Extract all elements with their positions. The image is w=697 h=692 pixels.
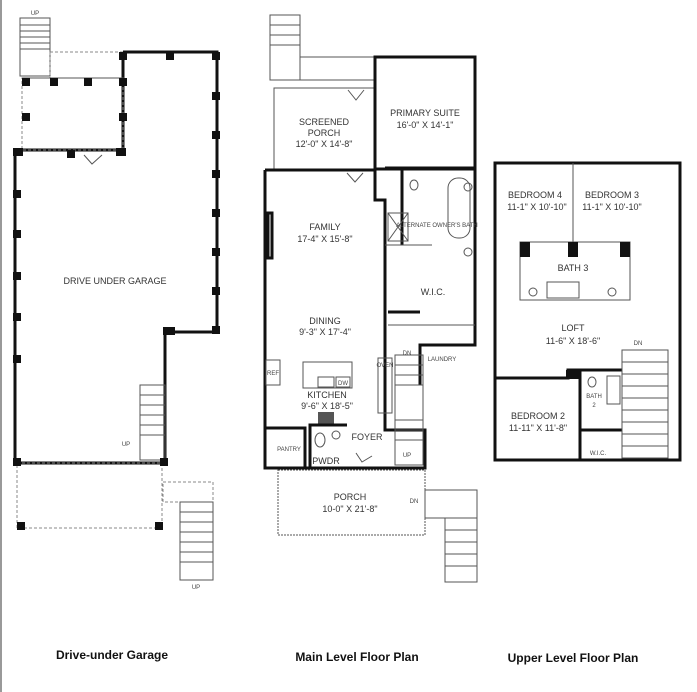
dining-label: DINING bbox=[309, 316, 341, 326]
bedroom2-label: BEDROOM 2 bbox=[511, 411, 565, 421]
tub-icon bbox=[606, 375, 621, 405]
bath2-label: 2 bbox=[592, 403, 596, 409]
toilet-icon bbox=[409, 179, 419, 191]
stair-dn-label: DN bbox=[403, 351, 412, 357]
upper-level-caption: Upper Level Floor Plan bbox=[508, 651, 639, 665]
sink-icon bbox=[317, 376, 335, 388]
dw-label: DW bbox=[338, 381, 348, 387]
garage-top-stair bbox=[19, 17, 51, 77]
dishwasher bbox=[335, 376, 351, 388]
garage-up-stair: UP bbox=[122, 442, 130, 448]
toilet-icon bbox=[314, 432, 326, 448]
sink-icon bbox=[607, 287, 617, 297]
garage-caption: Drive-under Garage bbox=[56, 648, 168, 662]
bedroom3-dims: 11-1" X 10'-10" bbox=[582, 202, 641, 212]
bedroom2-dims: 11-11" X 11'-8" bbox=[509, 423, 567, 433]
porch-dims: 10-0" X 21'-8" bbox=[322, 504, 377, 514]
garage-inner-stair bbox=[139, 384, 166, 461]
kitchen-label: KITCHEN bbox=[307, 390, 347, 400]
bedroom3-label: BEDROOM 3 bbox=[585, 190, 639, 200]
stair-up-label: UP bbox=[403, 453, 411, 459]
kitchen-island bbox=[302, 361, 353, 389]
sink-icon bbox=[528, 287, 538, 297]
bedroom4-dims: 11-1" X 10'-10" bbox=[507, 202, 566, 212]
screened-porch-dims: 12'-0" X 14'-8" bbox=[296, 139, 353, 149]
main-stair bbox=[394, 354, 424, 466]
front-porch-outline bbox=[277, 469, 426, 536]
dining-dims: 9'-3" X 17'-4" bbox=[299, 327, 351, 337]
bedroom4-label: BEDROOM 4 bbox=[508, 190, 562, 200]
garage-room-label: DRIVE UNDER GARAGE bbox=[63, 276, 166, 286]
tub-icon bbox=[546, 281, 580, 299]
pantry-label: PANTRY bbox=[277, 447, 301, 453]
main-walls bbox=[263, 168, 427, 470]
tub-icon bbox=[447, 177, 471, 239]
kitchen-dims: 9'-6" X 18'-5" bbox=[301, 401, 353, 411]
upper-level-plan: BEDROOM 4 11-1" X 10'-10" BEDROOM 3 11-1… bbox=[493, 161, 682, 462]
door-swing[interactable] bbox=[347, 89, 365, 101]
porch-stair bbox=[444, 517, 478, 583]
sink-icon bbox=[331, 430, 341, 440]
main-top-stair bbox=[269, 14, 301, 81]
alt-bath-label: ALTERNATE OWNER'S BATH bbox=[396, 223, 478, 229]
sink-icon bbox=[463, 247, 473, 257]
refrigerator bbox=[265, 359, 281, 386]
upper-walls bbox=[493, 161, 682, 462]
upper-dn-label: DN bbox=[634, 341, 643, 347]
bath2-label: BATH bbox=[586, 394, 602, 400]
primary-suite-label: PRIMARY SUITE bbox=[390, 108, 460, 118]
door-swing[interactable] bbox=[346, 172, 364, 183]
garage-door-swing[interactable] bbox=[83, 154, 103, 165]
screened-porch-label: PORCH bbox=[308, 128, 341, 138]
pwdr-label: PWDR bbox=[312, 456, 340, 466]
upper-stair bbox=[621, 349, 669, 459]
ref-label: REF bbox=[267, 371, 279, 377]
family-dims: 17-4" X 15'-8" bbox=[297, 234, 352, 244]
bath3-label: BATH 3 bbox=[558, 263, 589, 273]
laundry-label: LAUNDRY bbox=[428, 357, 457, 363]
porch-label: PORCH bbox=[334, 492, 367, 502]
garage-posts bbox=[13, 52, 220, 530]
garage-plan: UP DRIVE UNDER GARAGE UP UP bbox=[13, 11, 220, 591]
wic-label: W.I.C. bbox=[421, 287, 446, 297]
front-door[interactable] bbox=[355, 452, 373, 463]
shower-icon bbox=[387, 212, 409, 242]
garage-up-bottom: UP bbox=[192, 585, 200, 591]
garage-up-top: UP bbox=[31, 11, 39, 17]
loft-dims: 11-6" X 18'-6" bbox=[546, 336, 600, 346]
cooktop-icon bbox=[318, 412, 334, 426]
primary-suite-dims: 16'-0" X 14'-1" bbox=[397, 120, 454, 130]
screened-porch-label: SCREENED bbox=[299, 117, 350, 127]
porch-dn-label: DN bbox=[410, 499, 419, 505]
family-label: FAMILY bbox=[309, 222, 340, 232]
main-level-caption: Main Level Floor Plan bbox=[295, 650, 418, 664]
oven-label: OVEN bbox=[376, 363, 393, 369]
foyer-label: FOYER bbox=[351, 432, 383, 442]
main-level-plan: SCREENED PORCH 12'-0" X 14'-8" PRIMARY S… bbox=[263, 14, 478, 583]
sink-icon bbox=[463, 182, 473, 192]
toilet-icon bbox=[587, 376, 597, 388]
fireplace bbox=[266, 211, 274, 260]
loft-label: LOFT bbox=[561, 323, 585, 333]
upper-wic-label: W.I.C. bbox=[590, 451, 607, 457]
garage-walls bbox=[13, 50, 219, 465]
oven bbox=[377, 357, 393, 414]
garage-bottom-stair bbox=[179, 501, 214, 581]
